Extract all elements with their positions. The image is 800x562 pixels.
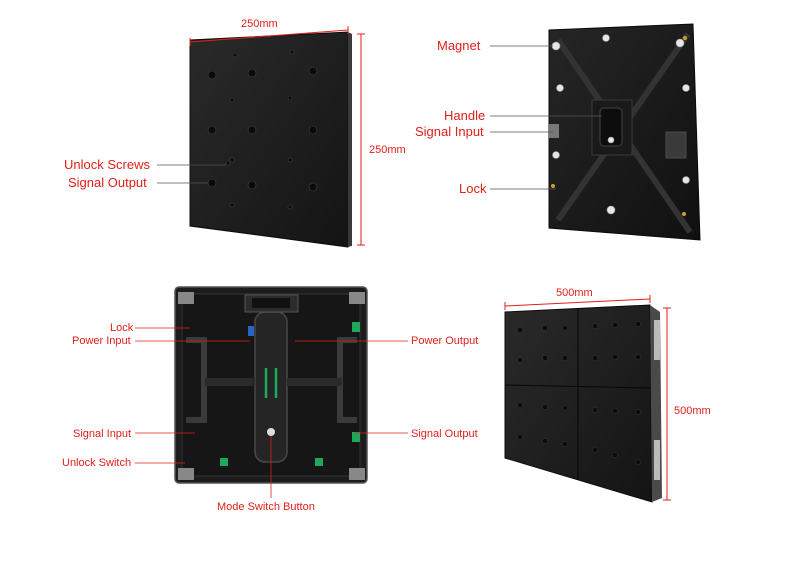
label-signal-input-back: Signal Input — [415, 124, 484, 139]
quad-module-assembly — [504, 304, 662, 503]
module-frame-back — [174, 286, 368, 484]
dimension-width-single: 250mm — [189, 18, 349, 46]
callout-power-input: Power Input — [72, 335, 250, 347]
width-label-quad: 500mm — [556, 287, 593, 299]
height-label-single: 250mm — [369, 144, 406, 156]
label-power-input: Power Input — [72, 335, 131, 347]
callout-unlock-screws: Unlock Screws — [64, 157, 226, 172]
label-signal-output-front: Signal Output — [68, 175, 147, 190]
width-label-single: 250mm — [241, 18, 278, 30]
label-mode-switch-button: Mode Switch Button — [217, 501, 315, 513]
label-handle: Handle — [444, 108, 485, 123]
callout-lock-frame: Lock — [110, 322, 190, 334]
dimension-height-single: 250mm — [357, 33, 406, 246]
callout-unlock-switch: Unlock Switch — [62, 457, 185, 469]
label-lock-frame: Lock — [110, 322, 134, 334]
label-signal-output-frame: Signal Output — [411, 428, 478, 440]
quad-screws — [517, 321, 641, 465]
callout-signal-input-frame: Signal Input — [73, 428, 195, 440]
dimension-height-quad: 500mm — [663, 307, 711, 501]
callout-lock-back: Lock — [459, 181, 556, 196]
callout-magnet: Magnet — [437, 38, 553, 53]
label-power-output: Power Output — [411, 335, 478, 347]
callout-mode-switch-button: Mode Switch Button — [217, 436, 315, 513]
callout-signal-output-frame: Signal Output — [355, 428, 478, 440]
front-screws — [207, 49, 318, 210]
callout-signal-output-front: Signal Output — [68, 175, 208, 190]
callout-signal-input-back: Signal Input — [415, 124, 553, 139]
callout-power-output: Power Output — [295, 335, 478, 347]
single-module-front — [189, 31, 352, 248]
height-label-quad: 500mm — [674, 405, 711, 417]
label-unlock-switch: Unlock Switch — [62, 457, 131, 469]
single-module-back — [548, 23, 701, 241]
label-unlock-screws: Unlock Screws — [64, 157, 150, 172]
label-magnet: Magnet — [437, 38, 481, 53]
label-lock-back: Lock — [459, 181, 487, 196]
dimension-width-quad: 500mm — [504, 287, 651, 310]
callout-handle: Handle — [444, 108, 602, 123]
label-signal-input-frame: Signal Input — [73, 428, 131, 440]
magnets — [551, 34, 690, 215]
